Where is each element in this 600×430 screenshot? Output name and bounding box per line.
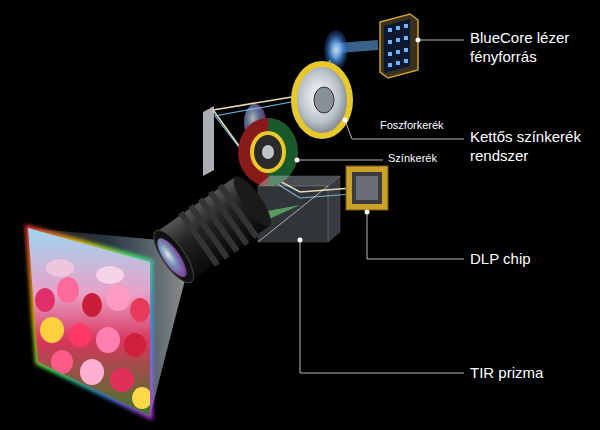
laser-diodes <box>388 24 408 67</box>
laser-diode <box>404 24 408 28</box>
laser-diode <box>388 63 392 67</box>
laser-diode <box>388 28 392 32</box>
dlp-chip <box>346 166 388 210</box>
laser-housing <box>380 14 418 78</box>
laser-diode <box>388 40 392 44</box>
leader-dot <box>343 118 348 123</box>
laser-diode <box>396 26 400 30</box>
flower <box>35 288 55 312</box>
laser-diode <box>396 61 400 65</box>
chip-mirror-array <box>356 176 378 200</box>
prism-side <box>328 176 340 242</box>
part-label: Színkerék <box>388 152 437 166</box>
part-label: DLP chip <box>470 250 531 269</box>
flower <box>110 368 134 392</box>
screen <box>28 228 150 416</box>
laser-diode <box>396 38 400 42</box>
phosphor-wheel-disc <box>294 64 350 136</box>
flower <box>132 387 152 409</box>
lens-back <box>228 172 277 231</box>
flowers <box>35 259 152 409</box>
flower <box>57 277 79 303</box>
flower <box>82 293 102 317</box>
projected-image <box>28 228 152 416</box>
phosphor-wheel <box>294 64 350 136</box>
light-ray <box>213 60 352 192</box>
flower <box>46 259 74 277</box>
flower <box>96 266 124 284</box>
flower <box>51 350 73 374</box>
leader-dot <box>416 38 421 43</box>
leader-dot <box>365 210 370 215</box>
part-label: Kettős színkerék rendszer <box>470 128 596 166</box>
leader-dots <box>295 38 421 243</box>
chip-frame <box>346 166 388 210</box>
prism-top <box>258 176 340 186</box>
leader-line <box>418 40 464 41</box>
flower <box>130 298 150 322</box>
wheel-hub <box>262 145 274 159</box>
tir-prism <box>258 176 340 242</box>
flower <box>124 333 146 357</box>
part-label: TIR prizma <box>470 364 543 383</box>
leader-line <box>345 120 464 139</box>
flower <box>106 285 130 311</box>
leader-dot <box>295 158 300 163</box>
leader-line <box>297 160 383 161</box>
wheel-hub <box>314 87 334 113</box>
part-label: Foszforkerék <box>380 119 444 133</box>
laser-face <box>384 19 410 73</box>
leader-line <box>300 240 464 373</box>
flower <box>96 327 120 353</box>
lens-front <box>147 225 201 288</box>
chip-mirror-array <box>352 172 382 204</box>
leader-line <box>367 212 464 259</box>
laser-diode <box>388 52 392 56</box>
part-label: BlueCore lézer fényforrás <box>470 29 596 67</box>
laser-diode <box>404 48 408 52</box>
screen-glow <box>28 228 150 416</box>
leader-dot <box>298 238 303 243</box>
laser-diode <box>404 59 408 63</box>
laser-diode <box>396 50 400 54</box>
leader-lines <box>297 40 464 373</box>
flower <box>40 317 64 343</box>
lens-glass <box>152 234 191 281</box>
color-wheel-ring <box>252 133 284 171</box>
flower <box>69 323 91 347</box>
light-path <box>205 45 378 248</box>
laser-diode <box>404 36 408 40</box>
mirror <box>203 106 214 176</box>
projection-lens <box>146 170 278 289</box>
flower <box>80 359 104 385</box>
